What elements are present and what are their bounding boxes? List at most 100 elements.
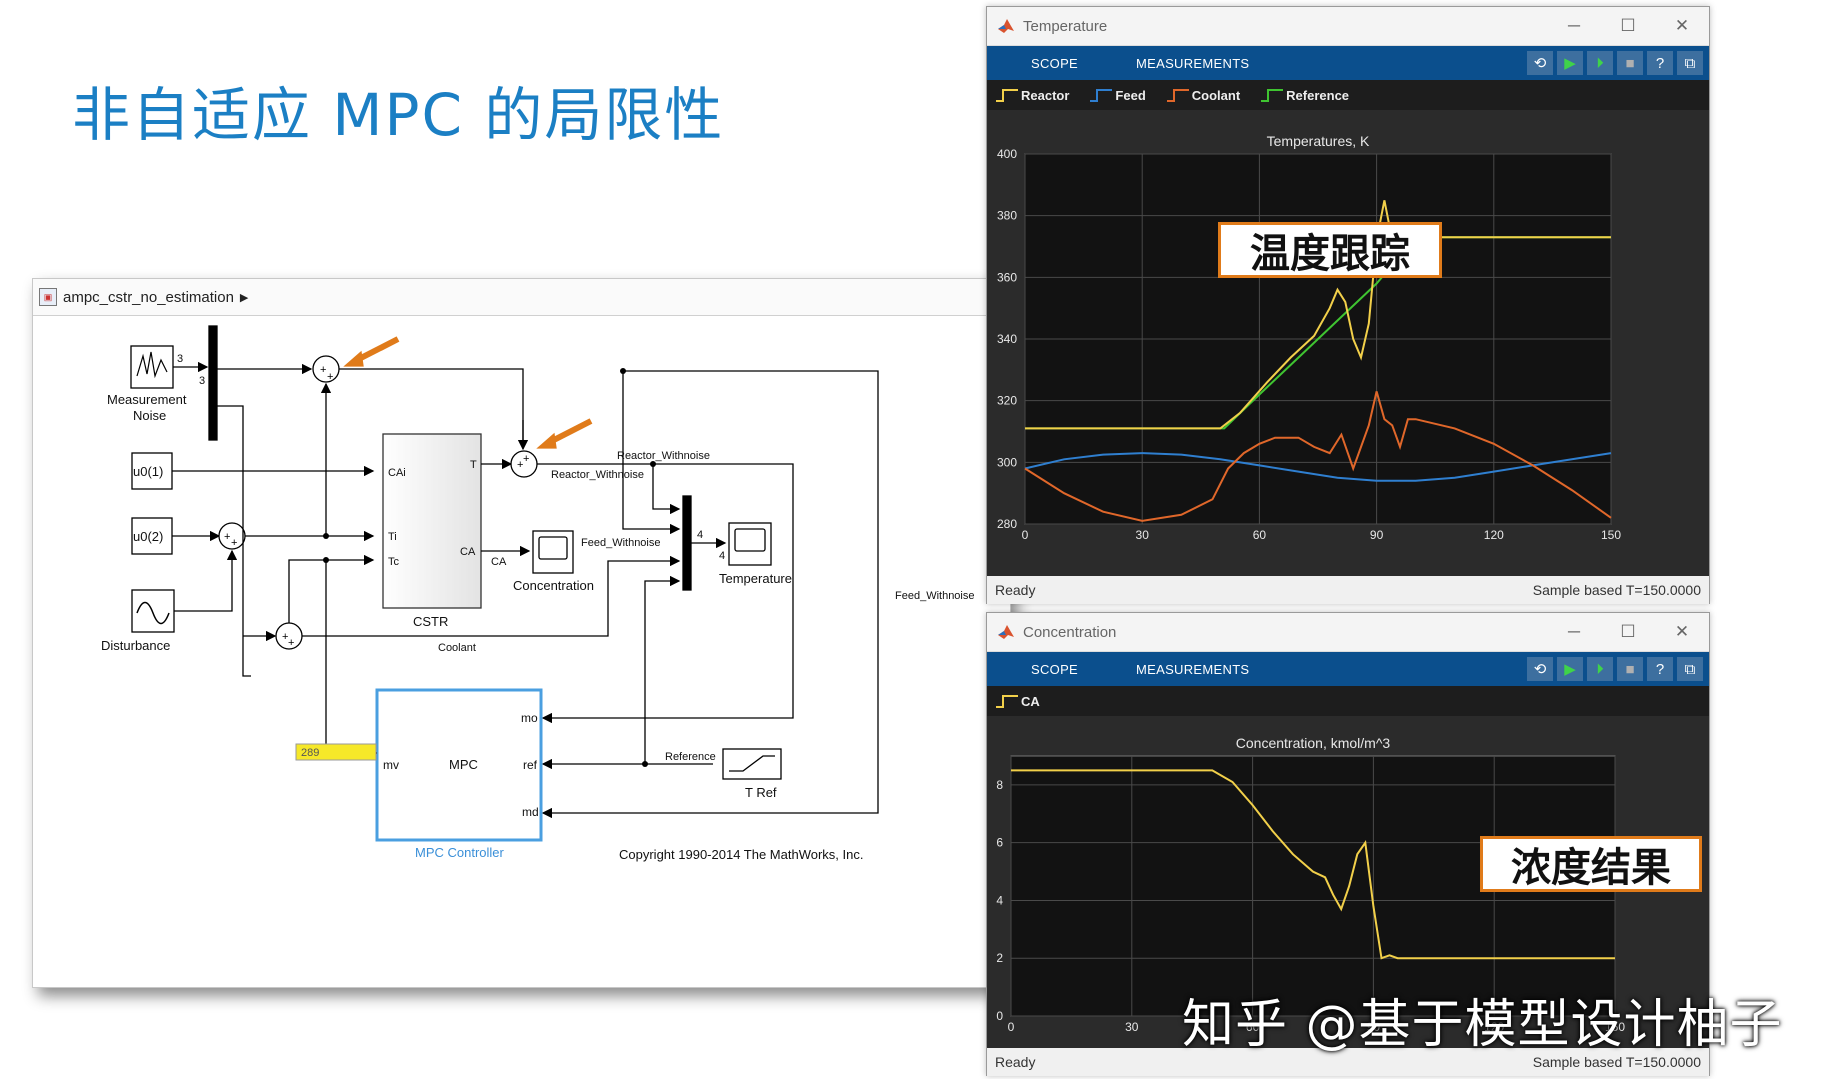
breadcrumb-arrow-icon[interactable]: ▶ (239, 291, 249, 304)
minimize-icon[interactable]: ─ (1567, 622, 1581, 641)
svg-text:+: + (282, 631, 288, 643)
ca-signal-label: CA (491, 556, 507, 568)
tab-measurements[interactable]: MEASUREMENTS (1136, 661, 1250, 677)
legend-item-ca[interactable]: CA (995, 694, 1040, 709)
cstr-in-ti: Ti (388, 531, 397, 543)
legend-item-feed[interactable]: Feed (1089, 88, 1146, 103)
feed-withnoise-label-1: Feed_Withnoise (581, 537, 661, 549)
cstr-label: CSTR (413, 614, 448, 629)
svg-text:+: + (320, 364, 326, 376)
temperature-callout: 温度跟踪 (1218, 222, 1442, 278)
stop-icon[interactable]: ■ (1617, 657, 1643, 681)
svg-text:+: + (517, 459, 523, 471)
cstr-out-ca: CA (460, 546, 476, 558)
close-icon[interactable]: ✕ (1674, 622, 1690, 641)
help-icon[interactable]: ? (1647, 51, 1673, 75)
reactor-withnoise-label-1: Reactor_Withnoise (617, 450, 710, 462)
y-tick-label: 8 (996, 778, 1003, 792)
x-tick-label: 150 (1601, 528, 1621, 542)
reference-label: Reference (665, 751, 716, 763)
step-forward-icon[interactable]: ⏵ (1587, 51, 1613, 75)
step-forward-icon[interactable]: ⏵ (1587, 657, 1613, 681)
legend-swatch (1166, 89, 1189, 102)
mpc-controller-block[interactable] (375, 688, 543, 842)
temperature-legend: Reactor Feed Coolant Reference (987, 80, 1709, 110)
legend-label: CA (1021, 693, 1040, 709)
y-tick-label: 4 (996, 893, 1003, 907)
run-icon[interactable]: ▶ (1557, 657, 1583, 681)
help-icon[interactable]: ? (1647, 657, 1673, 681)
mv-display[interactable] (295, 743, 377, 761)
model-breadcrumb[interactable]: ampc_cstr_no_estimation (63, 288, 234, 306)
concentration-statusbar: Ready Sample based T=150.0000 (987, 1048, 1709, 1076)
y-tick-label: 280 (997, 517, 1017, 531)
legend-item-coolant[interactable]: Coolant (1166, 88, 1240, 103)
step-back-icon[interactable]: ⟲ (1527, 51, 1553, 75)
temperature-scope-window: Temperature ─ ☐ ✕ SCOPE MEASUREMENTS ⟲ ▶… (986, 6, 1710, 604)
maximize-icon[interactable]: ☐ (1620, 16, 1636, 35)
x-tick-label: 120 (1484, 1020, 1504, 1034)
mux-right-count-2: 4 (719, 550, 725, 562)
measurement-noise-block[interactable] (130, 345, 174, 389)
stop-icon[interactable]: ■ (1617, 51, 1643, 75)
mpc-label: MPC (449, 757, 478, 772)
y-tick-label: 0 (996, 1009, 1003, 1023)
status-sample-info: Sample based T=150.0000 (1532, 1054, 1701, 1070)
temperature-toolstrip: SCOPE MEASUREMENTS ⟲ ▶ ⏵ ■ ? ⧉ (987, 46, 1709, 80)
mpc-mv: mv (383, 758, 399, 772)
series-line-coolant (1024, 391, 1612, 522)
watermark-text: 知乎 @基于模型设计柚子 (1182, 995, 1783, 1055)
mux-bar-right[interactable] (682, 495, 692, 591)
undock-icon[interactable]: ⧉ (1677, 657, 1703, 681)
mv-display-value: 289 (301, 747, 319, 759)
minimize-icon[interactable]: ─ (1567, 16, 1581, 35)
model-breadcrumb-bar: ▣ ampc_cstr_no_estimation ▶ (33, 279, 1010, 316)
x-tick-label: 90 (1367, 1020, 1381, 1034)
concentration-callout: 浓度结果 (1480, 836, 1702, 892)
y-tick-label: 2 (996, 951, 1003, 965)
close-icon[interactable]: ✕ (1674, 16, 1690, 35)
temperature-window-title: Temperature (1023, 17, 1108, 35)
u02-label: u0(2) (133, 529, 163, 544)
reactor-withnoise-label-2: Reactor_Withnoise (551, 469, 644, 481)
maximize-icon[interactable]: ☐ (1620, 622, 1636, 641)
chart-title: Temperatures, K (1267, 133, 1370, 149)
temperature-label: Temperature (719, 571, 792, 586)
matlab-logo-icon (998, 625, 1014, 639)
undock-icon[interactable]: ⧉ (1677, 51, 1703, 75)
cstr-out-t: T (470, 459, 477, 471)
u01-label: u0(1) (133, 464, 163, 479)
mux-right-count-1: 4 (697, 529, 703, 541)
series-line-feed (1024, 452, 1612, 482)
svg-text:+: + (231, 537, 237, 549)
concentration-label: Concentration (513, 578, 594, 593)
legend-label: Reactor (1021, 87, 1070, 103)
concentration-titlebar: Concentration ─ ☐ ✕ (987, 613, 1709, 652)
tab-scope[interactable]: SCOPE (1031, 55, 1079, 71)
x-tick-label: 0 (1008, 1020, 1015, 1034)
demux-bar-left[interactable] (208, 325, 218, 441)
legend-item-reference[interactable]: Reference (1260, 88, 1349, 103)
x-tick-label: 60 (1253, 528, 1267, 542)
cstr-block[interactable] (382, 433, 482, 609)
status-sample-info: Sample based T=150.0000 (1532, 582, 1701, 598)
slide-title: 非自适应 MPC 的局限性 (72, 81, 725, 149)
legend-label: Coolant (1191, 87, 1241, 103)
legend-item-reactor[interactable]: Reactor (995, 88, 1069, 103)
tab-scope[interactable]: SCOPE (1031, 661, 1079, 677)
y-tick-label: 300 (997, 455, 1017, 469)
step-back-icon[interactable]: ⟲ (1527, 657, 1553, 681)
matlab-logo-icon (998, 19, 1014, 33)
legend-label: Reference (1286, 87, 1350, 103)
run-icon[interactable]: ▶ (1557, 51, 1583, 75)
legend-swatch (996, 89, 1018, 102)
legend-swatch (1261, 89, 1284, 102)
disturbance-label: Disturbance (101, 638, 170, 653)
y-tick-label: 6 (996, 836, 1003, 850)
y-tick-label: 340 (997, 332, 1017, 346)
x-tick-label: 0 (1022, 528, 1029, 542)
svg-text:+: + (224, 531, 230, 543)
cstr-in-tc: Tc (388, 556, 400, 568)
tab-measurements[interactable]: MEASUREMENTS (1136, 55, 1250, 71)
